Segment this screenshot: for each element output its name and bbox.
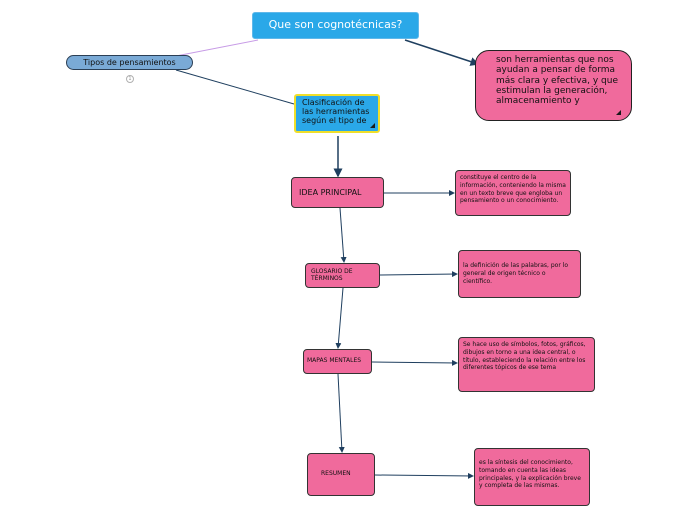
concept-label: MAPAS MENTALES [307,357,362,365]
root-node[interactable]: Que son cognotécnicas? [252,12,419,39]
edge-mapas-desc [371,359,458,366]
clasificacion-node[interactable]: Clasificación de las herramientas según … [294,94,380,133]
edge-glos-desc [379,271,458,278]
collapse-toggle[interactable]: 1 [126,75,134,83]
expand-corner-icon[interactable] [616,110,621,115]
edge-idea-glos [339,207,347,263]
description-glosario[interactable]: la definición de las palabras, por lo ge… [458,250,581,298]
description-text: es la síntesis del conocimiento, tomando… [479,459,581,490]
definition-node[interactable]: son herramientas que nos ayudan a pensar… [475,50,632,121]
edge-root-tipos [175,39,259,57]
concept-label: RESUMEN [321,470,351,478]
description-text: la definición de las palabras, por lo ge… [463,262,569,285]
definition-text: son herramientas que nos ayudan a pensar… [496,55,618,107]
concept-mapas-mentales[interactable]: MAPAS MENTALES [303,349,372,374]
edge-glos-mapas [335,287,344,349]
edge-tipos-clasif [175,69,295,105]
description-text: Se hace uso de símbolos, fotos, gráficos… [463,341,586,372]
description-resumen[interactable]: es la síntesis del conocimiento, tomando… [474,448,590,506]
edge-mapas-resumen [337,373,345,453]
description-mapas-mentales[interactable]: Se hace uso de símbolos, fotos, gráficos… [458,337,595,392]
concept-label: IDEA PRINCIPAL [299,187,362,197]
clasificacion-label: Clasificación de las herramientas según … [302,98,370,126]
concept-resumen[interactable]: RESUMEN [307,453,375,496]
concept-idea-principal[interactable]: IDEA PRINCIPAL [291,177,384,208]
concept-glosario[interactable]: GLOSARIO DE TÉRMINOS [305,263,380,288]
expand-corner-icon[interactable] [370,123,375,128]
concept-label: GLOSARIO DE TÉRMINOS [311,267,353,282]
description-idea-principal[interactable]: constituye el centro de la información, … [455,170,571,216]
collapse-count: 1 [128,76,132,82]
tipos-label: Tipos de pensamientos [83,57,176,67]
root-label: Que son cognotécnicas? [268,18,403,32]
tipos-node[interactable]: Tipos de pensamientos [66,55,193,70]
description-text: constituye el centro de la información, … [460,174,566,205]
edge-resumen-desc [374,472,474,479]
edge-root-definition [404,39,480,66]
